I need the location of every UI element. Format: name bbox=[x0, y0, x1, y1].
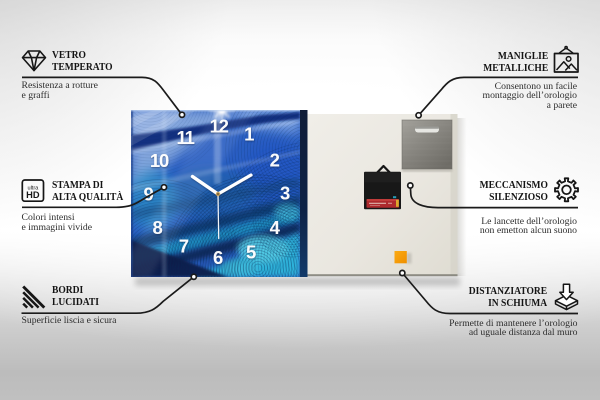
svg-text:9: 9 bbox=[144, 184, 154, 205]
svg-text:7: 7 bbox=[179, 236, 189, 257]
svg-text:3: 3 bbox=[280, 182, 290, 203]
svg-text:11: 11 bbox=[177, 127, 195, 148]
svg-text:10: 10 bbox=[150, 150, 169, 171]
svg-text:2: 2 bbox=[270, 150, 280, 171]
svg-text:5: 5 bbox=[246, 242, 256, 263]
svg-text:12: 12 bbox=[210, 115, 229, 136]
svg-text:6: 6 bbox=[213, 247, 223, 268]
svg-text:8: 8 bbox=[153, 217, 163, 238]
svg-text:ultra: ultra bbox=[27, 185, 39, 191]
svg-text:HD: HD bbox=[26, 190, 40, 200]
svg-text:1: 1 bbox=[244, 124, 254, 145]
